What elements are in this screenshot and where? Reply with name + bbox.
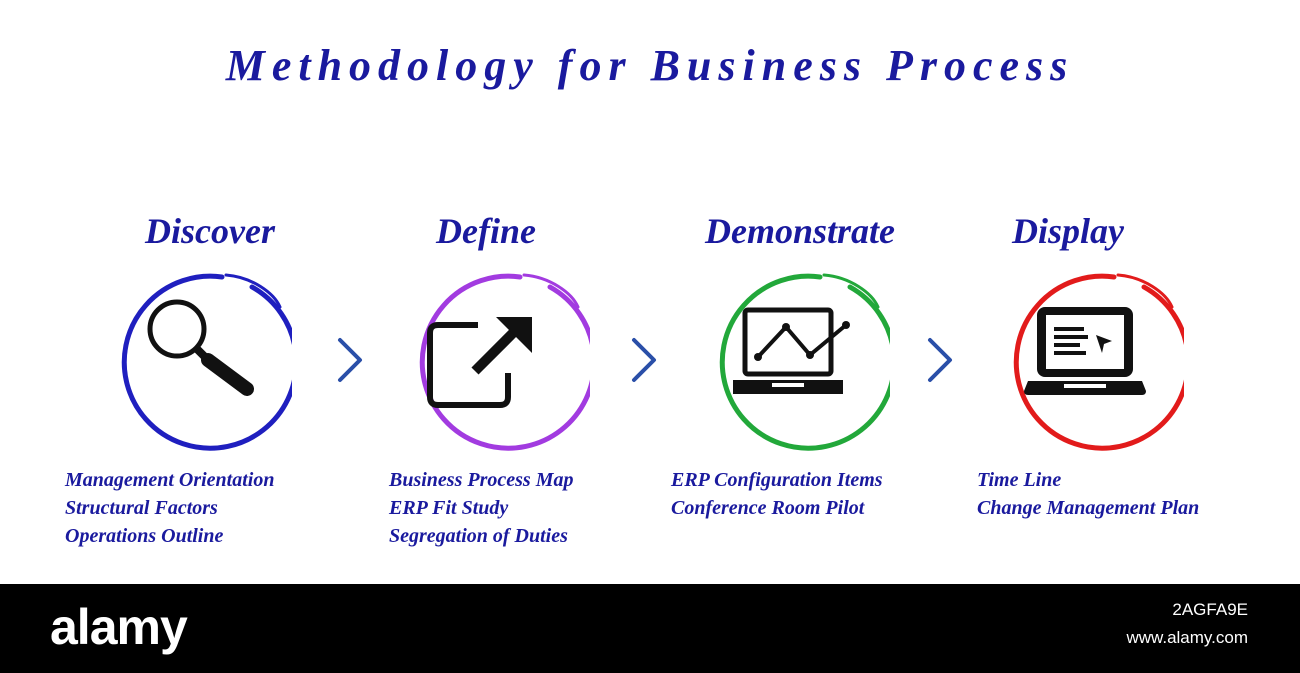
step-title-demonstrate: Demonstrate [704, 211, 895, 251]
chevron-right-icon [338, 338, 362, 382]
laptop-line-chart-icon [733, 307, 850, 394]
chevron-right-icon [632, 338, 656, 382]
display-items: Time Line Change Management Plan [977, 466, 1199, 522]
list-item: ERP Fit Study [389, 497, 509, 519]
discover-items: Management Orientation Structural Factor… [65, 466, 274, 550]
list-item: Business Process Map [389, 469, 574, 491]
external-link-arrow-icon [427, 317, 532, 408]
list-item: Structural Factors [65, 497, 218, 519]
demonstrate-items: ERP Configuration Items Conference Room … [671, 466, 883, 522]
discover-ring [121, 273, 292, 451]
brand-logo: alamy [50, 599, 188, 655]
list-item: Segregation of Duties [389, 525, 568, 547]
display-ring [1013, 273, 1184, 451]
list-item: Operations Outline [65, 525, 224, 547]
define-items: Business Process Map ERP Fit Study Segre… [389, 466, 573, 550]
list-item: Conference Room Pilot [671, 497, 865, 519]
define-ring [419, 273, 590, 451]
demonstrate-ring [719, 273, 890, 451]
list-item: ERP Configuration Items [671, 469, 883, 491]
step-title-display: Display [1012, 211, 1124, 251]
list-item: Change Management Plan [977, 497, 1200, 519]
diagram-title: Methodology for Business Process [225, 41, 1075, 90]
list-item: Time Line [977, 469, 1062, 491]
image-id: 2AGFA9E [1172, 600, 1248, 619]
step-title-define: Define [436, 211, 536, 251]
list-item: Management Orientation [65, 469, 275, 491]
footer-bar: alamy 2AGFA9E www.alamy.com [0, 584, 1300, 673]
step-title-discover: Discover [145, 211, 275, 251]
chevron-right-icon [928, 338, 952, 382]
site-url: www.alamy.com [1126, 628, 1248, 647]
laptop-presentation-icon [1024, 307, 1146, 395]
magnifier-icon [147, 299, 254, 396]
